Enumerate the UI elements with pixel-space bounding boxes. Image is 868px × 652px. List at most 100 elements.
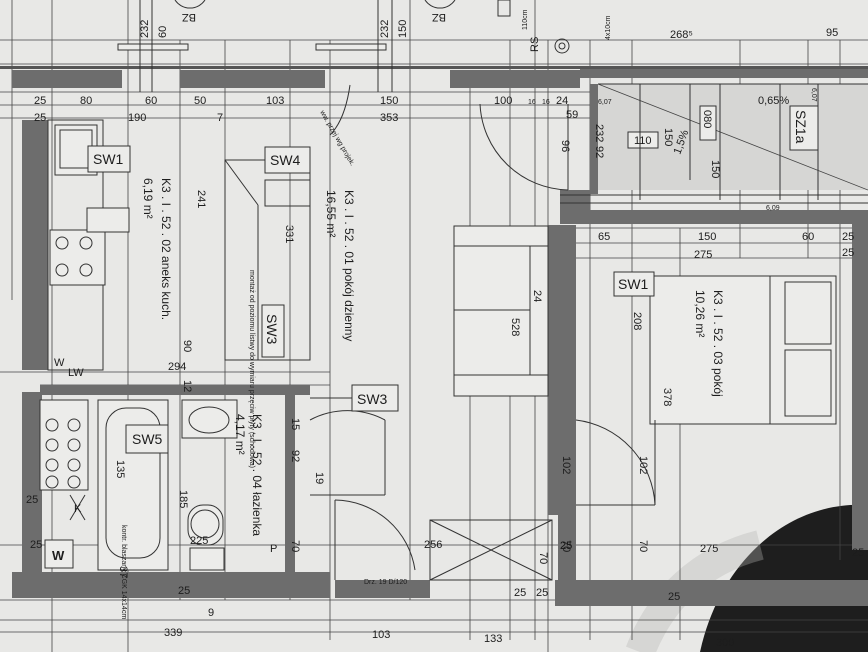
- dim-bath-1: 294: [168, 361, 186, 373]
- radiator-grid: [39, 399, 89, 491]
- room-bedroom-area: 10,26 m²: [693, 290, 707, 337]
- sz1a-box: [789, 105, 819, 151]
- dim-bath-3: 135: [114, 460, 126, 478]
- label-p: P: [270, 543, 277, 555]
- dim-bath-8: 19: [313, 472, 325, 484]
- dim-bottom-3: 70: [537, 552, 549, 564]
- dim-row2-2: 190: [128, 112, 146, 124]
- bedroom-door-arc: [575, 419, 656, 506]
- sw1-bedroom-box: [613, 271, 655, 297]
- dim-top-10: BZ: [182, 11, 196, 23]
- dim-bed-3: 60: [802, 231, 814, 243]
- dim-top-9: RS: [529, 37, 541, 52]
- label-sz1a: SZ1a: [793, 110, 809, 144]
- dim-side-9: 92: [593, 146, 605, 158]
- dim-row1-1: 25: [34, 95, 46, 107]
- room-living-label: K3 . I . 52 . 01 pokój dzienny: [342, 190, 356, 341]
- dim-side-4: 12: [181, 380, 193, 392]
- dim-bed-8: 378: [661, 388, 673, 406]
- dim-bath-9: 37: [117, 566, 129, 578]
- kitchen-fixtures: [47, 119, 131, 371]
- sw3-bath-box: [351, 384, 399, 412]
- label-sw1-bedroom: SW1: [618, 276, 649, 292]
- dim-bottom-6: 25: [178, 585, 190, 597]
- dim-row2-6: 150: [662, 128, 674, 146]
- dim-row2-7: 0,65%: [758, 95, 789, 107]
- dim-row2-5: 59: [566, 109, 578, 121]
- dim-bath-4: 92: [289, 450, 301, 462]
- bathroom-door-arc: [309, 410, 386, 421]
- label-slope-val: 150: [709, 160, 721, 178]
- rs-circle: [554, 38, 570, 54]
- label-sw3-vertical: SW3: [264, 314, 280, 345]
- room-bathroom-label: K3 . I . 52 . 04 łazienka: [250, 414, 264, 536]
- dim-bath-6: 225: [190, 535, 208, 547]
- dim-bed-9: 102: [637, 456, 649, 474]
- dim-top-1: 232: [139, 20, 151, 38]
- dim-bottom-9: 133: [484, 633, 502, 645]
- dim-bath-5: 15: [289, 418, 301, 430]
- label-110: 110: [634, 135, 652, 147]
- dim-top-7: 110cm: [522, 9, 529, 30]
- dim-bottom-7: 339: [164, 627, 182, 639]
- dim-row1-4: 50: [194, 95, 206, 107]
- dim-top-5: 268⁵: [670, 29, 693, 41]
- dim-top-2: 60: [157, 26, 169, 38]
- room-living-area: 16,55 m²: [324, 190, 338, 237]
- dim-bed-6: 25: [842, 247, 854, 259]
- dim-corr-2: 70: [560, 540, 572, 552]
- dim-bottom-11: 25: [514, 587, 526, 599]
- sw4-box: [264, 146, 311, 174]
- dim-bed-10: 25: [852, 547, 864, 559]
- dim-side-2: 331: [283, 225, 295, 243]
- dim-bed-2: 150: [698, 231, 716, 243]
- label-bal-val: 6,09: [766, 205, 780, 212]
- label-k: K: [74, 503, 82, 515]
- dim-bottom-2: 256: [424, 539, 442, 551]
- dim-row1-6: 150: [380, 95, 398, 107]
- dim-bath-7: 70: [289, 540, 301, 552]
- entry-door-arc: [334, 499, 416, 571]
- box-080: [699, 105, 717, 141]
- bz-circle-2: [424, 0, 456, 9]
- dim-corr-1: 102: [560, 456, 572, 474]
- bathroom-fixtures: [39, 384, 399, 571]
- dim-bottom-4: 25: [560, 540, 572, 552]
- dim-row2-4: 353: [380, 112, 398, 124]
- dimension-labels: 232 60 232 150 268⁵ 95 110cm 4x10cm RS B…: [26, 9, 864, 649]
- dim-side-6: 24: [531, 290, 543, 302]
- dim-bottom-12: 25: [536, 587, 548, 599]
- box-110: [627, 131, 659, 149]
- dim-row2-3: 7: [217, 112, 223, 124]
- dim-bottom-14: 9: [208, 607, 214, 619]
- dim-top-6: 95: [826, 27, 838, 39]
- dim-row1-7: 100: [494, 95, 512, 107]
- dim-bath-2: 185: [177, 490, 189, 508]
- sw5-box: [125, 424, 169, 454]
- dim-bottom-1: 25: [30, 539, 42, 551]
- label-w-small: W: [54, 357, 65, 369]
- label-sw4: SW4: [270, 152, 301, 168]
- sofa: [453, 225, 549, 397]
- bz-circle-1: [174, 0, 206, 9]
- dim-bed-1: 65: [598, 231, 610, 243]
- dim-side-7: 96: [559, 140, 571, 152]
- dim-bed-4: 25: [842, 231, 854, 243]
- balcony-door-arc: [479, 103, 569, 191]
- dim-top-4: 150: [397, 20, 409, 38]
- dim-row1-3: 60: [145, 95, 157, 107]
- label-wall-note-2: montaż od poziomu listwy do wymiaru przę…: [248, 270, 255, 468]
- walls: [0, 66, 868, 606]
- living-furniture: [309, 84, 569, 581]
- label-lw: LW: [68, 367, 84, 379]
- dim-bed-7: 208: [631, 312, 643, 330]
- label-sw5: SW5: [132, 431, 163, 447]
- label-080: 080: [701, 110, 713, 128]
- label-sw1-kitchen: SW1: [93, 151, 124, 167]
- dim-top-11: BZ: [432, 11, 446, 23]
- dim-row2-8: 6,07: [810, 88, 817, 102]
- dim-row2-1: 25: [34, 112, 46, 124]
- dim-side-8: 232: [593, 124, 605, 142]
- dim-side-1: 241: [195, 190, 207, 208]
- dim-bed-5: 275: [694, 249, 712, 261]
